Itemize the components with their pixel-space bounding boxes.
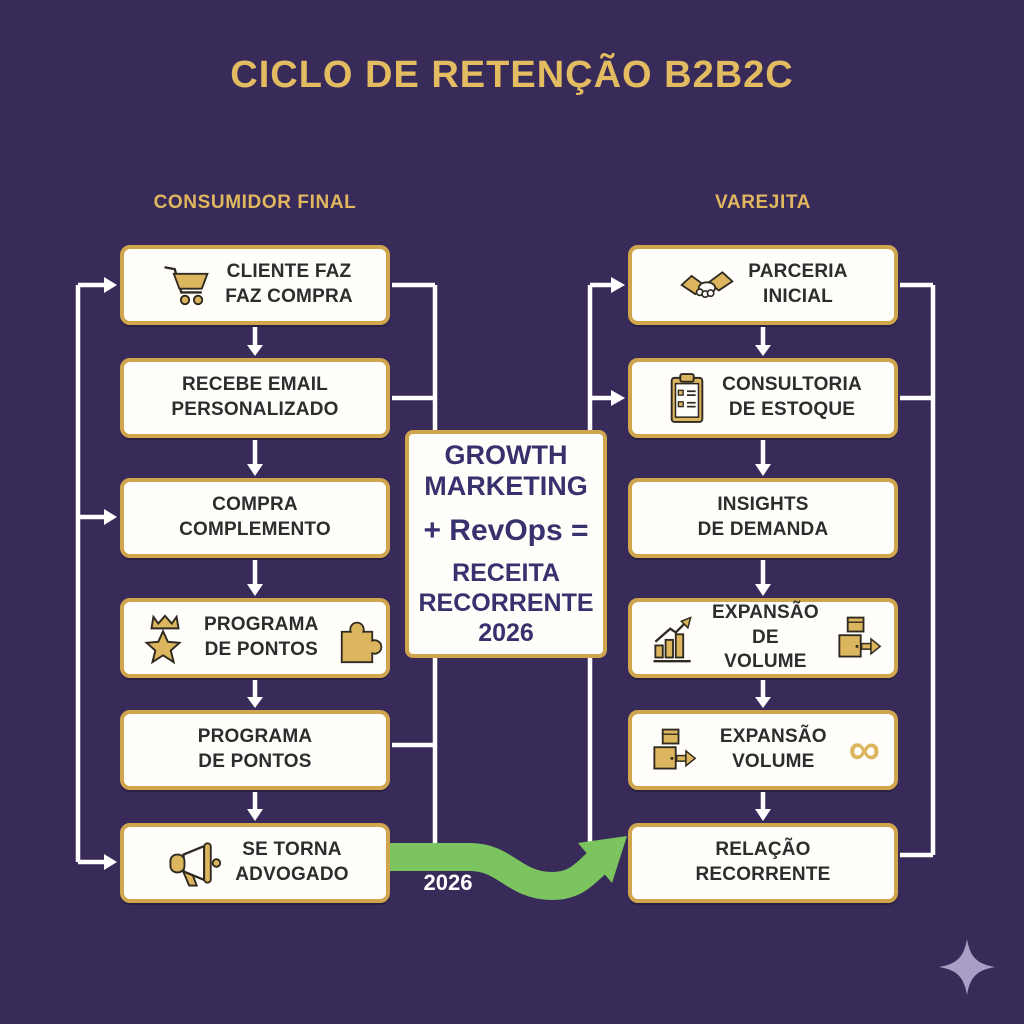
box-label: CONSULTORIA DE ESTOQUE [722,374,862,420]
box-label: PROGRAMA DE PONTOS [204,614,319,660]
center-result: RECEITA RECORRENTE 2026 [418,559,594,648]
box-expansao-volume: EXPANSÃO VOLUME ∞ [628,710,898,790]
handshake-icon [680,271,735,299]
box-label: RELAÇÃO RECORRENTE [695,839,831,885]
box-consultoria-de-estoque: CONSULTORIA DE ESTOQUE [628,358,898,438]
box-label: CLIENTE FAZ FAZ COMPRA [225,261,353,307]
shopping-cart-icon [164,266,209,306]
center-formula: + RevOps = [423,514,589,548]
shipping-boxes-icon [838,616,882,658]
page-title: CICLO DE RETENÇÃO B2B2C [230,54,794,96]
flow-arrowheads [104,277,771,870]
box-label: COMPRA COMPLEMENTO [179,494,331,540]
infinity-icon: ∞ [848,725,880,774]
box-programa-de-pontos-2: PROGRAMA DE PONTOS [120,710,390,790]
box-label: INSIGHTS DE DEMANDA [697,494,829,540]
cycle-year-label: 2026 [423,870,473,895]
box-parceria-inicial: PARCERIA INICIAL [628,245,898,325]
left-column-header: CONSUMIDOR FINAL [153,192,357,213]
right-column-header: VAREJITA [715,192,811,213]
growth-chart-icon [653,616,692,663]
center-headline: GROWTH MARKETING [424,439,588,501]
megaphone-icon [169,842,222,887]
box-label: EXPANSÃO DE VOLUME [712,601,819,673]
box-cliente-faz-compra: CLIENTE FAZ FAZ COMPRA [120,245,390,325]
box-insights-de-demanda: INSIGHTS DE DEMANDA [628,478,898,558]
box-programa-de-pontos-1: PROGRAMA DE PONTOS [120,598,390,678]
box-compra-complemento: COMPRA COMPLEMENTO [120,478,390,558]
box-relacao-recorrente: RELAÇÃO RECORRENTE [628,823,898,903]
shipping-boxes-icon [653,728,697,770]
box-expansao-de-volume: EXPANSÃO DE VOLUME [628,598,898,678]
clipboard-icon [670,373,704,423]
box-label: EXPANSÃO VOLUME [719,726,827,772]
box-label: PROGRAMA DE PONTOS [197,726,313,772]
puzzle-piece-icon [340,621,382,664]
box-label: PARCERIA INICIAL [748,261,848,307]
box-label: SE TORNA ADVOGADO [235,839,349,885]
green-cycle-arrow [390,836,627,901]
box-recebe-email: RECEBE EMAIL PERSONALIZADO [120,358,390,438]
box-se-torna-advogado: SE TORNA ADVOGADO [120,823,390,903]
crown-star-icon [144,614,182,665]
sparkle-icon [939,939,995,995]
center-strategy-box: GROWTH MARKETING + RevOps = RECEITA RECO… [405,430,607,658]
box-label: RECEBE EMAIL PERSONALIZADO [171,374,339,420]
